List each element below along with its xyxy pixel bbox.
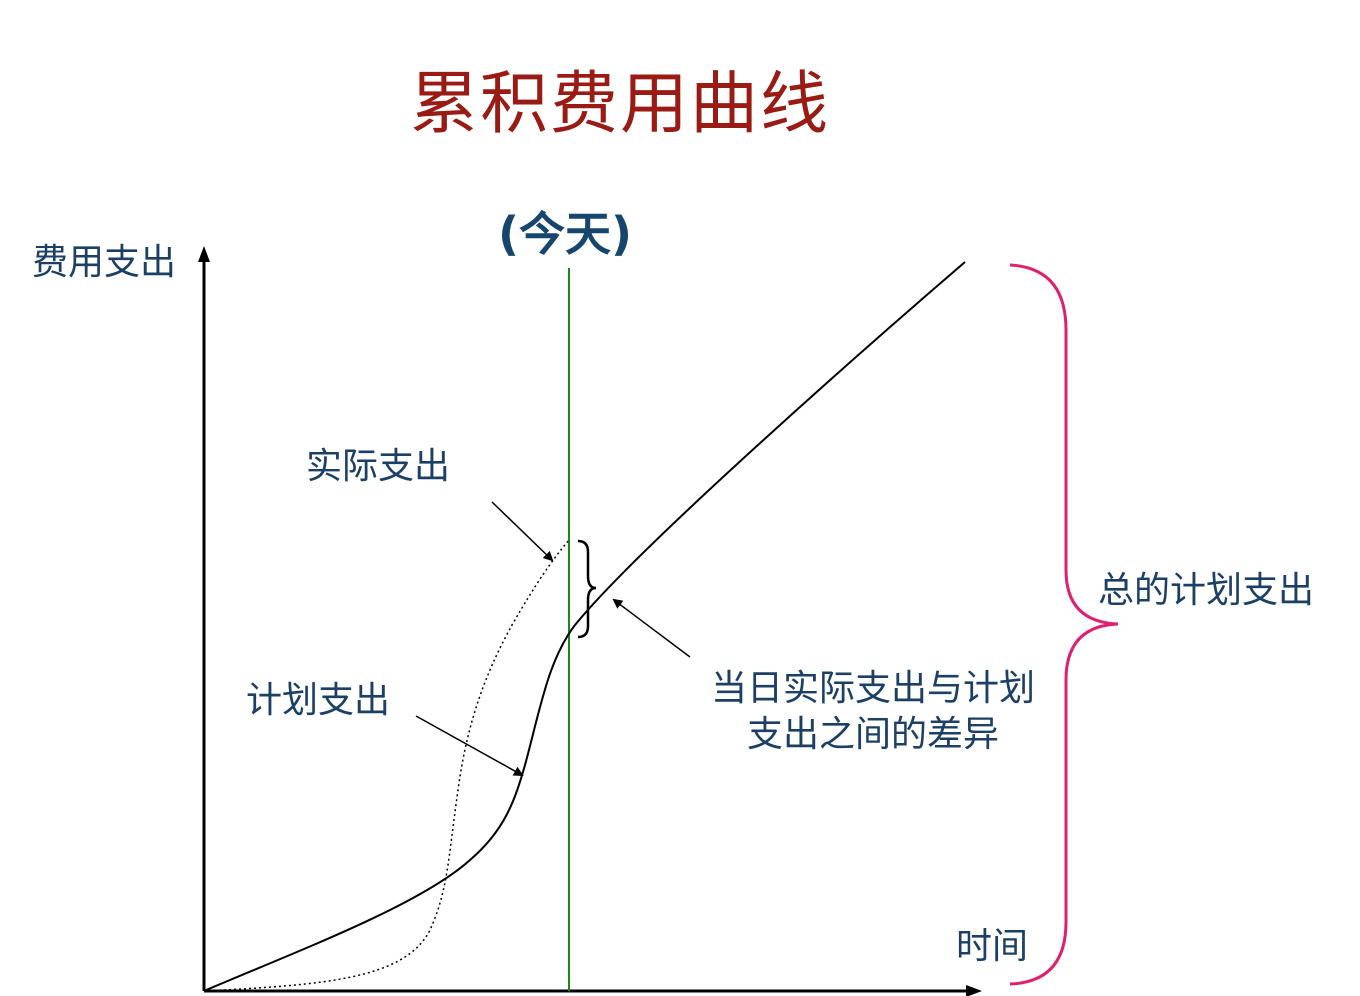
planned-label-arrow	[415, 715, 524, 776]
planned-expenditure-curve	[203, 261, 966, 992]
difference-label-line2: 支出之间的差异	[746, 714, 999, 755]
x-axis-label: 时间	[956, 926, 1029, 967]
difference-label-line1: 当日实际支出与计划	[710, 668, 1035, 709]
y-axis-arrowhead	[198, 246, 210, 262]
difference-label-arrow	[612, 598, 691, 658]
total-planned-label: 总的计划支出	[1098, 570, 1315, 611]
difference-label: 当日实际支出与计划 支出之间的差异	[690, 666, 1056, 758]
slide-title: 累积费用曲线	[409, 65, 830, 144]
difference-brace	[577, 539, 597, 639]
y-axis-label: 费用支出	[32, 242, 177, 283]
x-axis-arrowhead	[966, 985, 982, 996]
today-label: (今天)	[497, 207, 633, 261]
actual-expenditure-curve	[203, 539, 570, 992]
actual-label-arrow	[491, 501, 554, 562]
actual-expenditure-label: 实际支出	[306, 446, 451, 487]
planned-expenditure-label: 计划支出	[246, 680, 391, 721]
total-planned-brace	[1009, 263, 1119, 986]
